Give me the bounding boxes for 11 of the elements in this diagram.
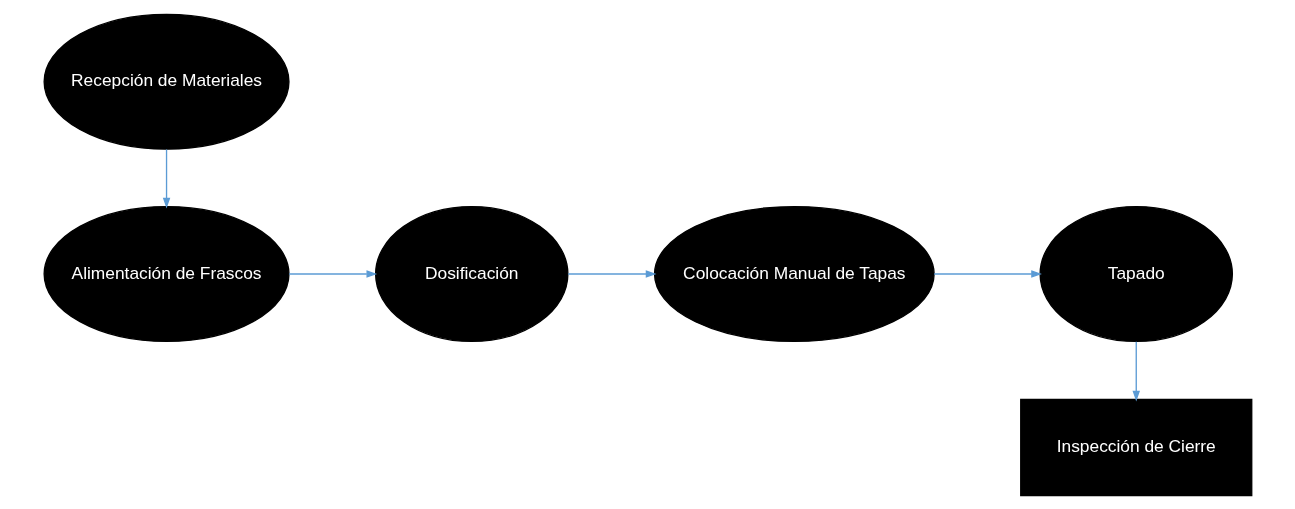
arrow (1132, 340, 1140, 401)
node-box: Inspección de Cierre (1019, 398, 1252, 496)
node-ellipse: Alimentación de Frascos (42, 205, 290, 342)
node-ellipse: Colocación Manual de Tapas (653, 205, 935, 342)
node-ellipse: Recepción de Materiales (42, 13, 290, 150)
node-ellipse: Tapado (1038, 205, 1233, 342)
arrow (567, 269, 656, 278)
arrow (932, 269, 1042, 278)
arrow (162, 148, 170, 208)
arrow (288, 269, 377, 278)
node-ellipse: Dosificación (374, 205, 569, 342)
